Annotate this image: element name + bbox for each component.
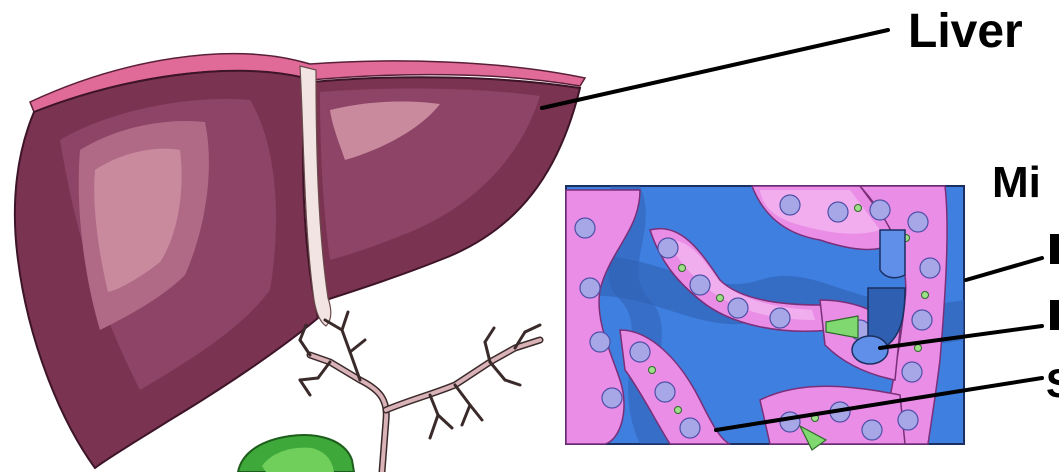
leader-line-1 bbox=[966, 258, 1042, 280]
cropped-label-stubs bbox=[1050, 234, 1059, 330]
leader-line-liver bbox=[542, 30, 888, 108]
label-microscopic-partial: Mi bbox=[992, 158, 1041, 208]
label-liver: Liver bbox=[908, 4, 1023, 59]
label-line3-partial: S bbox=[1046, 362, 1059, 407]
liver-illustration bbox=[15, 54, 585, 468]
microscopic-tissue-panel bbox=[566, 186, 964, 450]
gallbladder bbox=[238, 435, 354, 472]
